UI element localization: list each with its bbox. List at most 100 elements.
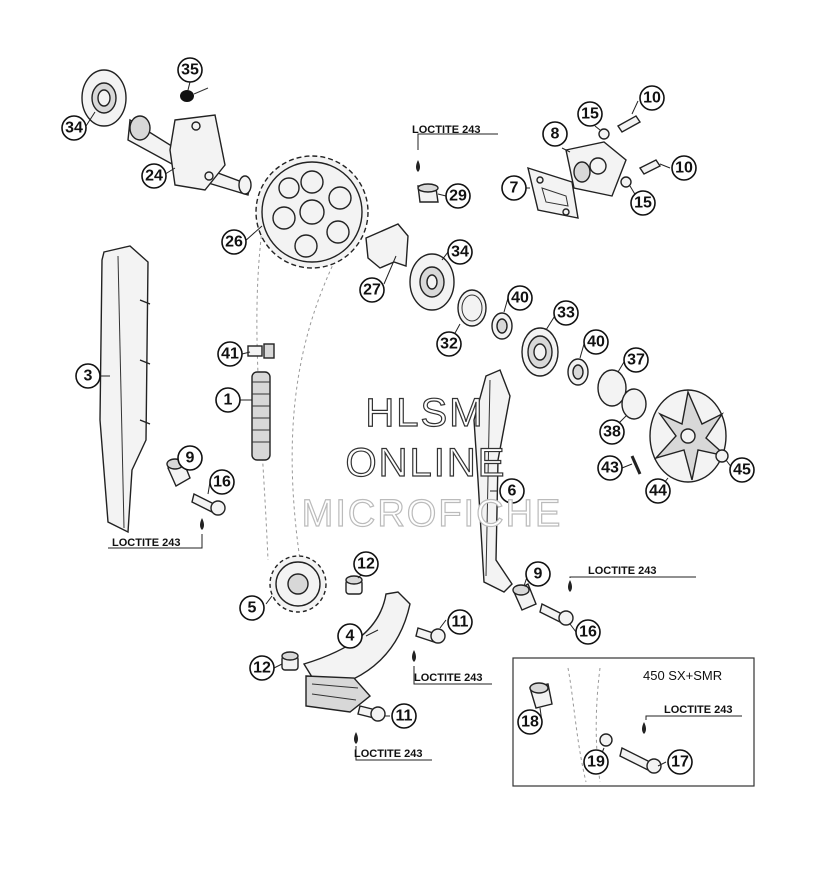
callout-3: 3: [75, 363, 101, 389]
svg-text:17: 17: [671, 754, 689, 771]
spring-35: [180, 87, 209, 102]
svg-text:45: 45: [733, 462, 751, 479]
callout-38: 38: [599, 419, 625, 445]
svg-text:1: 1: [224, 392, 233, 409]
watermark-line-2: ONLINE: [346, 441, 507, 485]
svg-text:16: 16: [213, 474, 231, 491]
loctite-label-inset: LOCTITE 243: [664, 704, 732, 716]
chain-tensioner-8: [565, 141, 627, 197]
callout-32: 32: [436, 331, 462, 357]
pin-43: [630, 455, 642, 475]
callout-11-upper: 11: [447, 609, 473, 635]
loctite-label-top: LOCTITE 243: [412, 124, 480, 136]
svg-text:10: 10: [675, 160, 693, 177]
callout-18: 18: [517, 709, 543, 735]
svg-text:32: 32: [440, 336, 458, 353]
svg-text:12: 12: [357, 556, 375, 573]
svg-text:24: 24: [145, 168, 163, 185]
callout-44: 44: [645, 478, 671, 504]
callout-45: 45: [729, 457, 755, 483]
inset-box-450-sx-smr: [512, 657, 755, 787]
bolt-16-left: [191, 492, 226, 516]
o-ring-37: [597, 369, 627, 407]
svg-text:35: 35: [181, 62, 199, 79]
loctite-drop-left: [200, 518, 204, 530]
svg-text:11: 11: [452, 614, 469, 631]
guide-rail-3: [99, 245, 151, 534]
callout-37: 37: [623, 347, 649, 373]
bushing-9-right: [512, 582, 537, 611]
camshaft-24: [127, 114, 252, 196]
svg-text:38: 38: [603, 424, 621, 441]
guide-rail-6: [473, 369, 513, 593]
svg-text:27: 27: [363, 282, 381, 299]
callout-11-lower: 11: [391, 703, 417, 729]
callout-16-right: 16: [575, 619, 601, 645]
washer-19: [599, 733, 613, 747]
loctite-drop-1: [416, 160, 420, 172]
callout-34-top: 34: [61, 115, 87, 141]
svg-text:6: 6: [508, 483, 517, 500]
callout-24: 24: [141, 163, 167, 189]
bolt-10-upper: [616, 115, 642, 133]
bolt-29: [417, 183, 439, 203]
o-ring-38: [621, 388, 647, 420]
callout-1: 1: [215, 387, 241, 413]
callout-29: 29: [445, 183, 471, 209]
inset-title: 450 SX+SMR: [643, 668, 722, 683]
callout-40-left: 40: [507, 285, 533, 311]
svg-text:40: 40: [587, 334, 605, 351]
svg-text:9: 9: [534, 566, 543, 583]
svg-text:3: 3: [84, 368, 93, 385]
svg-text:15: 15: [581, 106, 599, 123]
impeller-44: [649, 389, 729, 483]
svg-text:9: 9: [186, 450, 195, 467]
pulley-33: [521, 327, 559, 377]
timing-chain-1: [251, 371, 271, 461]
svg-text:34: 34: [451, 244, 469, 261]
cam-sprocket-26: [255, 155, 369, 269]
svg-text:33: 33: [557, 305, 575, 322]
svg-text:18: 18: [521, 714, 539, 731]
bearing-34-mid: [409, 253, 455, 311]
loctite-label-left: LOCTITE 243: [112, 537, 180, 549]
bearing-34-top: [81, 69, 127, 127]
callout-35: 35: [177, 57, 203, 83]
callout-19: 19: [583, 749, 609, 775]
svg-text:41: 41: [221, 346, 239, 363]
svg-text:5: 5: [248, 600, 257, 617]
loctite-drop-11-lower: [354, 732, 358, 744]
bushing-12-upper: [345, 575, 363, 595]
svg-text:43: 43: [601, 460, 619, 477]
bolt-11-upper: [415, 627, 446, 644]
circlip-45: [715, 449, 729, 463]
callout-16-left: 16: [209, 469, 235, 495]
callout-34-mid: 34: [447, 239, 473, 265]
callout-6: 6: [499, 478, 525, 504]
callout-5: 5: [239, 595, 265, 621]
master-link-41: [247, 343, 275, 359]
shim-32: [457, 289, 487, 327]
svg-text:10: 10: [643, 90, 661, 107]
callout-4: 4: [337, 623, 363, 649]
callout-15-upper: 15: [577, 101, 603, 127]
callout-7: 7: [501, 175, 527, 201]
callout-12-lower: 12: [249, 655, 275, 681]
washer-15-upper: [598, 128, 610, 140]
callout-27: 27: [359, 277, 385, 303]
callout-33: 33: [553, 300, 579, 326]
callout-17: 17: [667, 749, 693, 775]
svg-text:15: 15: [634, 195, 652, 212]
watermark-line-1: HLSM: [365, 391, 484, 435]
svg-text:44: 44: [649, 483, 667, 500]
svg-text:29: 29: [449, 188, 467, 205]
bushing-12-lower: [281, 651, 299, 671]
crank-sprocket-5: [269, 555, 327, 613]
bearing-40-left: [491, 312, 513, 340]
svg-text:37: 37: [627, 352, 645, 369]
bolt-11-lower: [357, 705, 386, 722]
callout-9-left: 9: [177, 445, 203, 471]
leader-lines: [85, 81, 742, 767]
watermark-line-3: MICROFICHE: [302, 493, 563, 535]
